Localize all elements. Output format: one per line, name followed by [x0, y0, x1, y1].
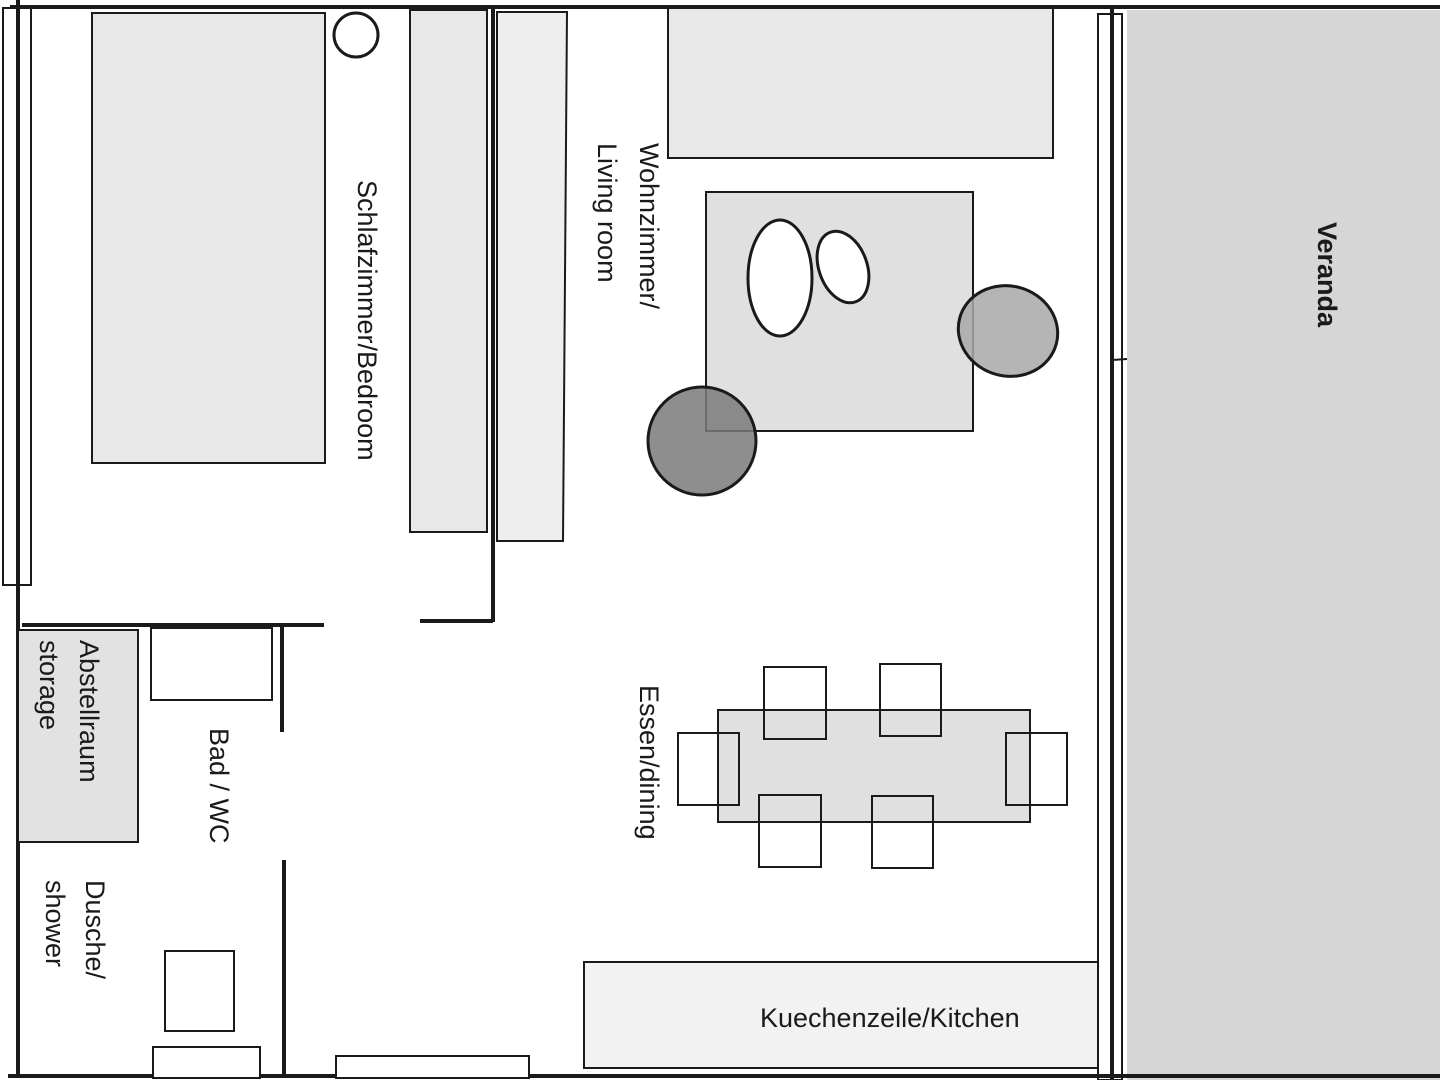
- coffee-table-large: [746, 218, 814, 338]
- rug: [705, 191, 974, 432]
- sink: [152, 1046, 261, 1079]
- wardrobe-1: [409, 9, 488, 533]
- dining-chair: [1005, 732, 1068, 806]
- label-kitchen: Kuechenzeile/Kitchen: [760, 1003, 1020, 1033]
- dining-chair: [871, 795, 934, 869]
- label-bath: Bad / WC: [204, 728, 234, 844]
- label-storage-2: storage: [34, 640, 64, 730]
- dining-chair: [758, 794, 822, 868]
- dining-table: [717, 709, 1031, 823]
- armchair-left: [646, 385, 758, 497]
- label-storage-1: Abstellraum: [74, 640, 104, 783]
- label-shower-2: shower: [40, 880, 70, 967]
- toilet: [164, 950, 235, 1032]
- veranda-area: [1127, 10, 1440, 1080]
- kitchen-counter: [583, 961, 1099, 1069]
- veranda-door-mark: [1111, 358, 1128, 361]
- left-window: [2, 7, 32, 586]
- label-shower-1: Dusche/: [80, 880, 110, 980]
- coffee-table-small: [815, 229, 871, 305]
- label-living-1: Wohnzimmer/: [634, 143, 664, 310]
- bed: [91, 12, 326, 464]
- wardrobe-2: [496, 11, 569, 542]
- armchair-right: [956, 284, 1060, 378]
- label-veranda: Veranda: [1312, 222, 1342, 328]
- label-dining: Essen/dining: [634, 685, 664, 840]
- bottom-window: [335, 1055, 530, 1079]
- storage-room: [17, 629, 139, 843]
- sofa: [667, 7, 1054, 159]
- nightstand-lamp: [332, 11, 380, 59]
- label-bedroom: Schlafzimmer/Bedroom: [352, 180, 382, 461]
- label-living-2: Living room: [592, 143, 622, 283]
- dining-chair: [677, 732, 740, 806]
- dining-chair: [879, 663, 942, 737]
- dining-chair: [763, 666, 827, 740]
- bathtub: [150, 627, 273, 701]
